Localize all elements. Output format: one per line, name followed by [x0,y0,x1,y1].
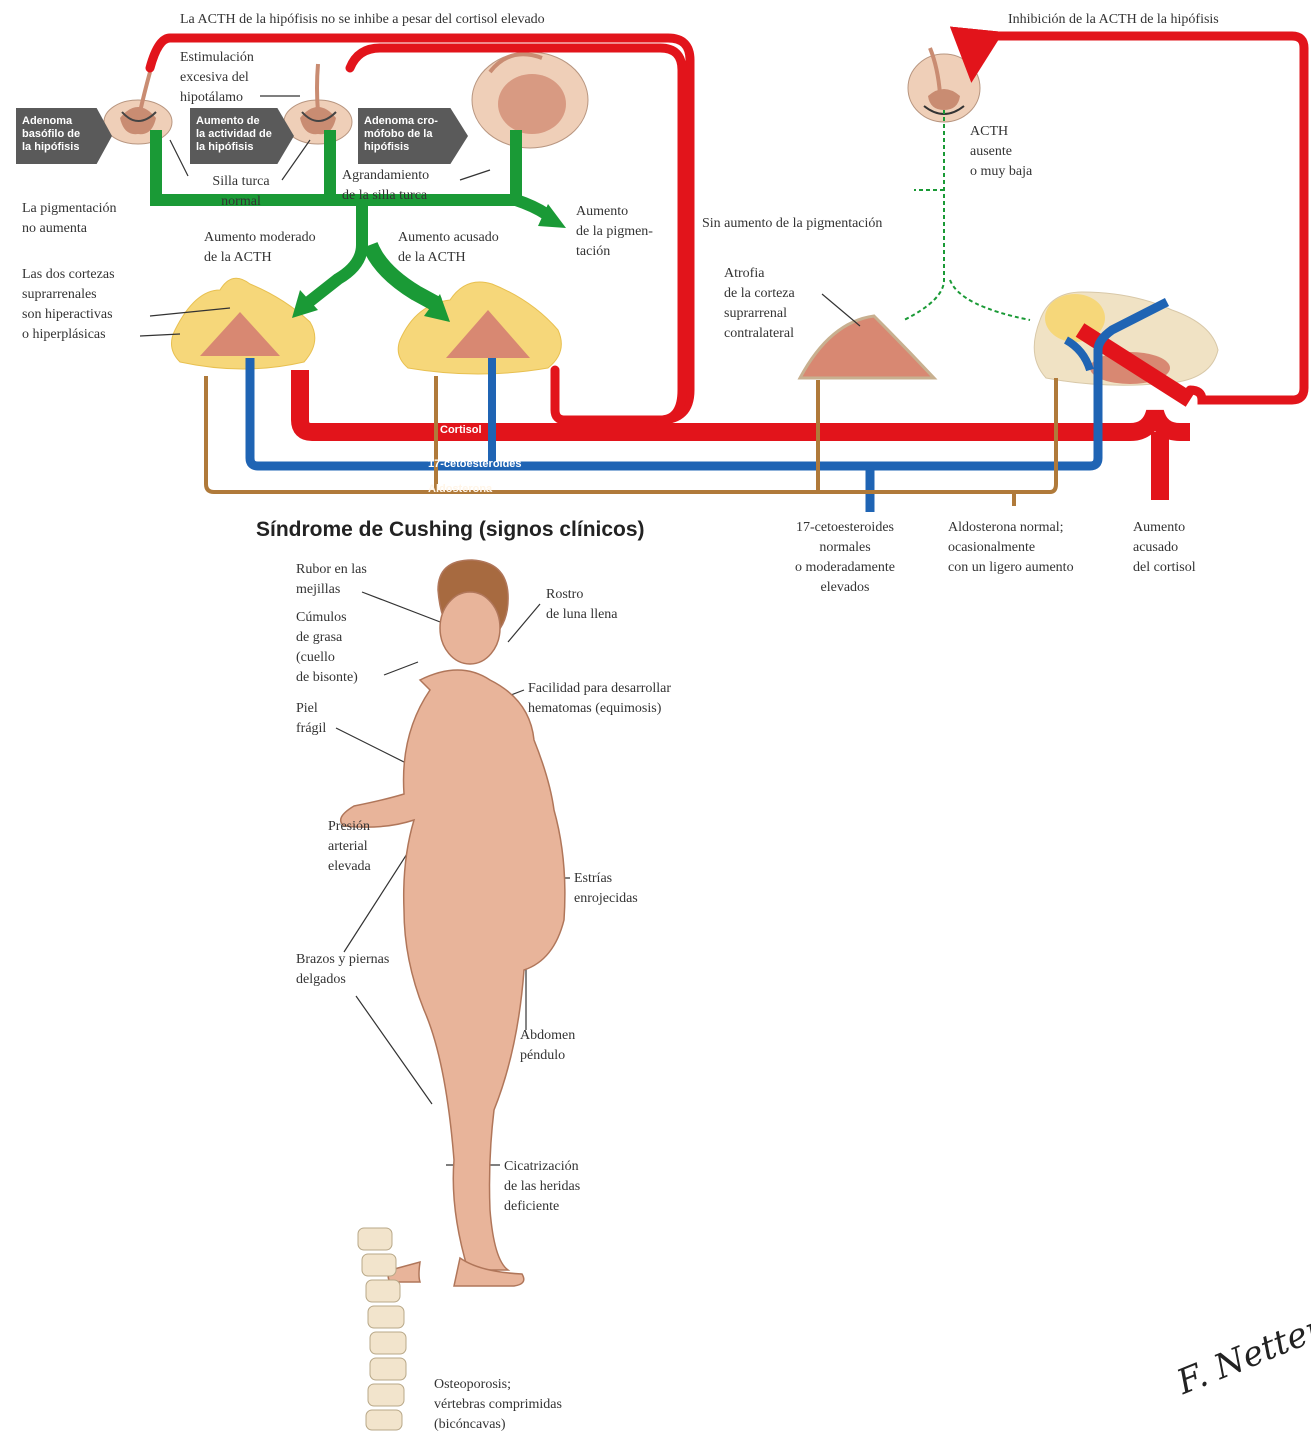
clinical-title: Síndrome de Cushing (signos clínicos) [256,518,645,542]
sign-osteoporosis: Osteoporosis; vértebras comprimidas (bic… [434,1375,562,1435]
sign-bp: Presión arterial elevada [328,817,371,877]
label-sella-normal: Silla turca normal [196,172,286,212]
chevron-chromophobe-adenoma: Adenoma cro- mófobo de la hipófisis [358,108,468,164]
sign-bruising: Facilidad para desarrollar hematomas (eq… [528,679,671,719]
label-atrophy: Atrofia de la corteza suprarrenal contra… [724,264,795,344]
label-acth-marked: Aumento acusado de la ACTH [398,228,499,268]
leader-skin [336,728,410,765]
leader-moon-face [508,604,540,642]
label-cortices: Las dos cortezas suprarrenales son hiper… [22,265,115,345]
sign-abdomen: Abdomen péndulo [520,1026,575,1066]
label-cortisol-marked: Aumento acusado del cortisol [1133,518,1196,578]
sign-skin: Piel frágil [296,699,326,739]
sign-striae: Estrías enrojecidas [574,869,638,909]
label-aldosterone-normal: Aldosterona normal; ocasionalmente con u… [948,518,1074,578]
leader-fat [384,662,418,675]
adrenal-atrophy-icon [800,316,934,378]
pathway-aldosterone-label: Aldosterona [428,483,492,495]
chevron-pituitary-activity: Aumento de la actividad de la hipófisis [190,108,294,164]
adrenal-gland-left-icon [171,278,314,369]
pathway-ketosteroids-label: 17-cetoesteroides [428,458,522,470]
sign-moon-face: Rostro de luna llena [546,585,618,625]
label-hypothalamus: Estimulación excesiva del hipotálamo [180,48,254,108]
adrenal-tumor-icon [1034,292,1218,385]
leader-cheeks [362,592,448,625]
pituitary-hyperactive-icon [284,64,352,144]
leader-sella-enlarged [460,170,490,180]
leader-atrophy [822,294,860,326]
pituitary-enlarged-icon [472,52,588,148]
label-pigment-up: Aumento de la pigmen- tación [576,202,653,262]
spine-icon [358,1228,406,1430]
label-acth-absent: ACTH ausente o muy baja [970,122,1032,182]
sign-healing: Cicatrización de las heridas deficiente [504,1157,580,1217]
label-ketosteroids-normal: 17-cetoesteroides normales o moderadamen… [770,518,920,598]
caption-inhibition: Inhibición de la ACTH de la hipófisis [1008,10,1219,30]
acth-arrow-pigment [516,200,546,214]
chevron-basophil-adenoma: Adenoma basófilo de la hipófisis [16,108,112,164]
ketosteroid-pathway [250,302,1167,512]
sign-fat: Cúmulos de grasa (cuello de bisonte) [296,608,358,688]
label-acth-moderate: Aumento moderado de la ACTH [204,228,316,268]
label-sella-enlarged: Agrandamiento de la silla turca [342,166,429,206]
sign-limbs: Brazos y piernas delgados [296,950,389,990]
sign-cheeks: Rubor en las mejillas [296,560,367,600]
caption-no-inhibition: La ACTH de la hipófisis no se inhibe a p… [180,10,545,30]
acth-dashed-main [904,110,944,320]
acth-dashed-right [950,280,1030,320]
label-no-pigment: Sin aumento de la pigmentación [702,214,882,234]
pathway-cortisol-label: Cortisol [440,424,482,436]
label-pigment-no: La pigmentación no aumenta [22,199,116,239]
